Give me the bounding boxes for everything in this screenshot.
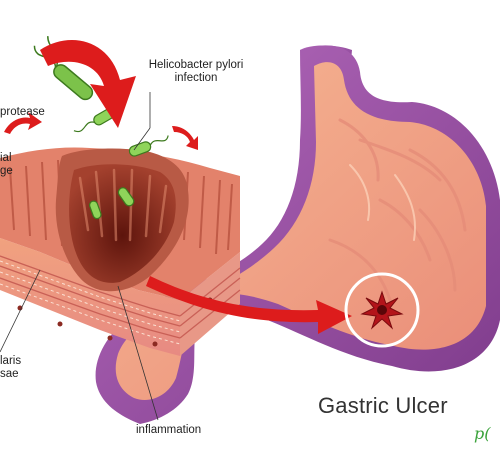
arrows	[4, 40, 352, 334]
ulcer-spot	[344, 272, 420, 348]
diagram-title: Gastric Ulcer	[318, 393, 448, 418]
label-epithelial-line2: ge	[0, 165, 13, 177]
label-epithelial-line1: ial	[0, 152, 12, 164]
label-muscularis: laris sae	[0, 355, 21, 381]
ulcer-ring	[344, 272, 420, 348]
label-protease: protease	[0, 106, 45, 118]
tissue-side-front	[0, 238, 180, 356]
tissue-cross-section	[0, 147, 241, 356]
label-hp-line1: Helicobacter pylori	[148, 59, 244, 71]
label-epithelial: ial ge	[0, 152, 13, 178]
label-inflammation: inflammation	[136, 424, 202, 436]
bacteria-icon	[89, 200, 102, 220]
big-curved-arrow	[40, 40, 136, 128]
small-arrow-right	[172, 126, 198, 150]
ulcer-icon	[360, 290, 404, 330]
label-muscularis-line2: sae	[0, 368, 19, 380]
bacteria-icon	[117, 187, 135, 207]
arrow-to-ulcer	[146, 276, 352, 334]
label-helicobacter-pylori: Helicobacter pylori infection	[131, 59, 261, 85]
small-arrow-left	[4, 112, 42, 134]
label-muscularis-line1: laris	[0, 355, 22, 367]
leader-lines	[0, 269, 159, 421]
logo-text: p(	[474, 424, 491, 443]
label-hp-line2: infection	[174, 72, 218, 84]
